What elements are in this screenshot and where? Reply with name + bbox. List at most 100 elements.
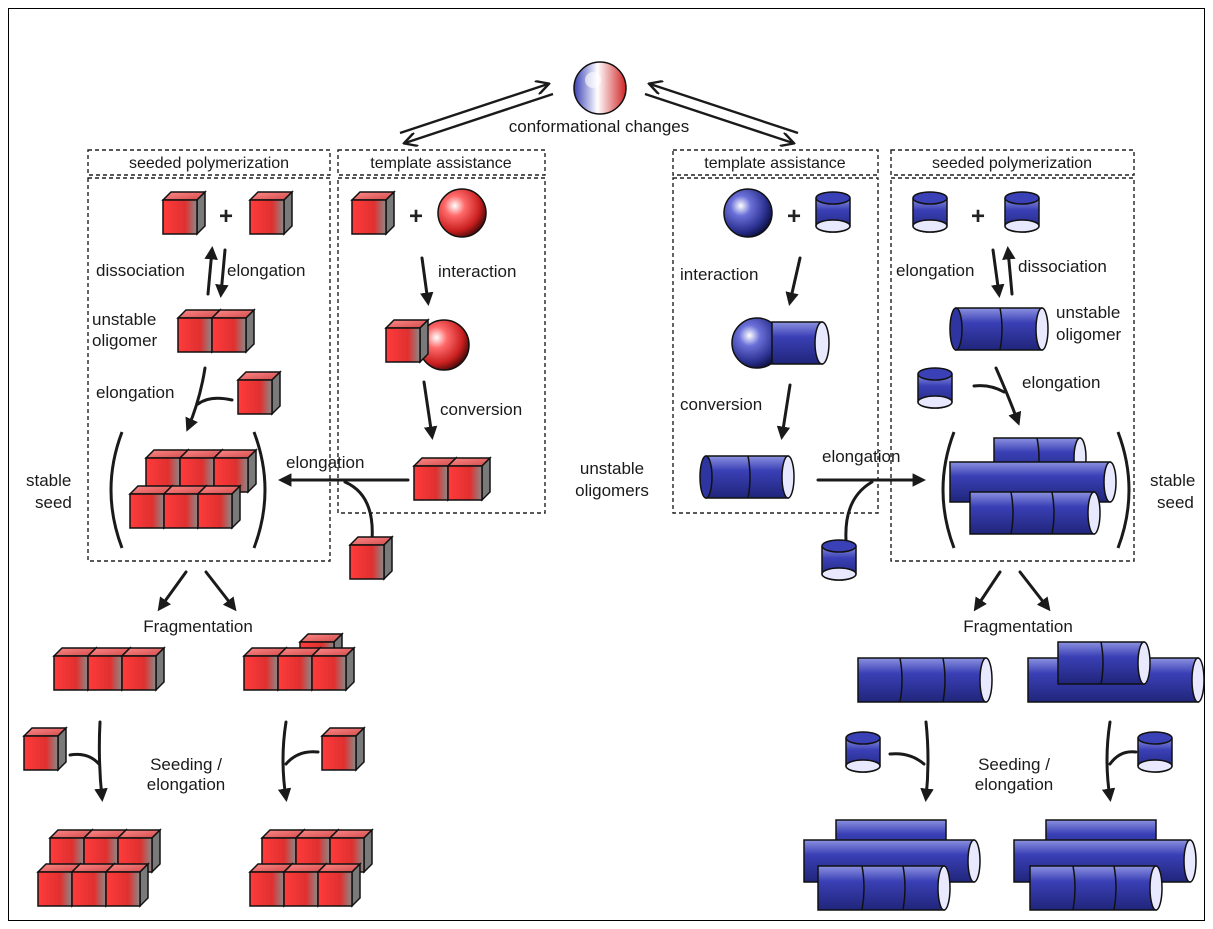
red-monomer-cube <box>162 191 206 235</box>
red-fragment-trimer <box>53 647 165 691</box>
blue-unstable-oligomer <box>949 307 1049 351</box>
left-template-header-box <box>337 149 546 176</box>
blue-monomer-cylinder <box>821 539 857 581</box>
blue-elongated-fibril <box>803 819 981 911</box>
interaction-arrow <box>420 256 434 307</box>
right-template-header-box <box>672 149 879 176</box>
seed-label: seed <box>1157 493 1194 512</box>
seed-label: seed <box>35 493 72 512</box>
elongation-label: elongation <box>286 453 364 472</box>
dissociation-label: dissociation <box>96 261 185 280</box>
monomer-join-line <box>972 384 1006 394</box>
red-monomer-cube <box>237 371 281 415</box>
red-monomer-cube <box>351 191 395 235</box>
plus-sign: + <box>787 203 801 230</box>
unstable-label: unstable <box>92 310 156 329</box>
stable-label: stable <box>26 471 71 490</box>
blue-monomer-cylinder <box>815 191 851 233</box>
fragmentation-label: Fragmentation <box>143 617 253 636</box>
monomer-join-line <box>844 480 874 542</box>
monomer-join-line <box>1108 750 1138 766</box>
left-seeded-polymerization-header: seeded polymerization <box>129 155 289 172</box>
fragmentation-arrow <box>204 570 237 612</box>
seeding-elongation-label: elongation <box>975 775 1053 794</box>
unstable-label: unstable <box>580 459 644 478</box>
right-seeded-polymerization-header: seeded polymerization <box>932 155 1092 172</box>
red-stable-seed <box>129 449 257 529</box>
blue-elongated-fibril <box>1013 819 1197 911</box>
elongation-arrow <box>215 248 229 299</box>
monomer-join-line <box>284 750 320 766</box>
blue-stable-seed <box>949 437 1117 535</box>
elongation-arrow <box>994 366 1022 426</box>
right-bracket <box>1116 431 1131 549</box>
blue-fragment-stacked <box>1027 641 1205 703</box>
seeding-arrow <box>920 720 934 803</box>
plus-sign: + <box>219 203 233 230</box>
stable-label: stable <box>1150 471 1195 490</box>
fragmentation-arrow <box>157 570 188 612</box>
interaction-arrow <box>785 256 802 306</box>
elongation-label: elongation <box>96 383 174 402</box>
conversion-label: conversion <box>680 395 762 414</box>
conversion-arrow <box>776 383 792 441</box>
right-seeded-box <box>890 177 1135 562</box>
right-template-assistance-header: template assistance <box>704 155 846 172</box>
blue-monomer-cylinder <box>917 367 953 409</box>
left-bracket <box>941 431 956 549</box>
left-seeded-box <box>87 177 331 562</box>
red-monomer-cube <box>349 536 393 580</box>
red-monomer-cube <box>249 191 293 235</box>
interaction-label: interaction <box>438 262 516 281</box>
right-template-box <box>672 177 879 514</box>
fragmentation-label: Fragmentation <box>963 617 1073 636</box>
blue-sphere-cylinder-complex <box>731 317 830 369</box>
oligomer-label: oligomer <box>1056 325 1122 344</box>
monomer-join-line <box>888 752 926 766</box>
elongation-label: elongation <box>822 447 900 466</box>
red-cube-sphere-complex <box>385 319 470 371</box>
dissociation-arrow <box>1002 245 1016 296</box>
elongation-label: elongation <box>227 261 305 280</box>
seeding-arrow <box>94 720 108 803</box>
red-monomer-cube <box>23 727 67 771</box>
blue-monomer-cylinder <box>1137 731 1173 773</box>
red-monomer-cube <box>321 727 365 771</box>
red-converted-dimer <box>413 457 491 501</box>
red-unstable-oligomer <box>177 309 255 353</box>
unstable-label: unstable <box>1056 303 1120 322</box>
left-bracket <box>109 431 124 549</box>
plus-sign: + <box>409 203 423 230</box>
elongation-label: elongation <box>896 261 974 280</box>
left-template-box <box>337 177 546 514</box>
mixed-protein-sphere <box>573 61 627 115</box>
oligomer-label: oligomer <box>92 331 158 350</box>
elongation-label: elongation <box>1022 373 1100 392</box>
plus-sign: + <box>971 203 985 230</box>
fragmentation-arrow <box>1018 570 1051 612</box>
conversion-arrow <box>422 380 438 441</box>
blue-converted-dimer <box>699 455 795 499</box>
red-fragment-stacked <box>243 633 355 691</box>
right-bracket <box>252 431 267 549</box>
monomer-join-line <box>68 752 101 766</box>
blue-monomer-cylinder <box>1004 191 1040 233</box>
blue-monomer-cylinder <box>912 191 948 233</box>
blue-fragment-trimer <box>857 657 993 703</box>
conversion-label: conversion <box>440 400 522 419</box>
interaction-label: interaction <box>680 265 758 284</box>
seeding-arrow <box>1101 720 1116 803</box>
red-elongated-fibril <box>37 829 161 907</box>
seeding-arrow <box>277 720 292 803</box>
blue-monomer-cylinder <box>845 731 881 773</box>
left-seeded-header-box <box>87 149 331 176</box>
seeding-elongation-label: elongation <box>147 775 225 794</box>
elongation-arrow <box>185 366 207 432</box>
right-seeded-header-box <box>890 149 1135 176</box>
monomer-join-line <box>196 396 234 406</box>
seeding-label: Seeding / <box>978 755 1050 774</box>
conformational-changes-label: conformational changes <box>509 117 690 136</box>
seeding-label: Seeding / <box>150 755 222 774</box>
dissociation-label: dissociation <box>1018 257 1107 276</box>
